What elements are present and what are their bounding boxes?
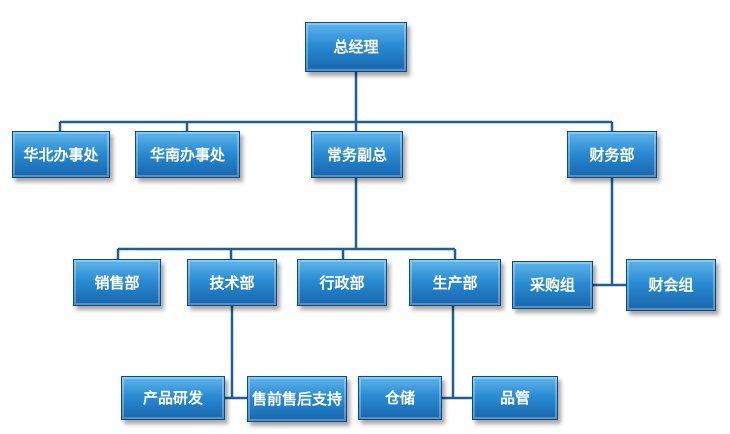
connector-production-children [442, 306, 472, 400]
node-warehouse: 仓储 [358, 376, 442, 420]
node-production-dept: 生产部 [409, 259, 501, 306]
node-south-office: 华南办事处 [135, 131, 240, 178]
connector-ceo-level1 [58, 72, 614, 131]
connector-tech-children [225, 306, 247, 400]
node-ceo: 总经理 [305, 22, 407, 72]
node-quality-control: 品管 [472, 376, 558, 420]
node-deputy-gm: 常务副总 [311, 131, 403, 178]
connector-finance-groups [593, 178, 626, 287]
node-presales-support: 售前售后支持 [247, 376, 347, 422]
node-tech-dept: 技术部 [187, 259, 277, 306]
node-sales-dept: 销售部 [73, 259, 161, 306]
node-finance-dept: 财务部 [567, 131, 657, 178]
node-purchasing-group: 采购组 [512, 261, 593, 309]
node-north-office: 华北办事处 [12, 131, 110, 178]
node-product-rd: 产品研发 [121, 376, 225, 420]
node-accounting-group: 财会组 [626, 259, 716, 311]
connector-deputy-level2 [116, 178, 457, 259]
node-admin-dept: 行政部 [297, 259, 387, 306]
